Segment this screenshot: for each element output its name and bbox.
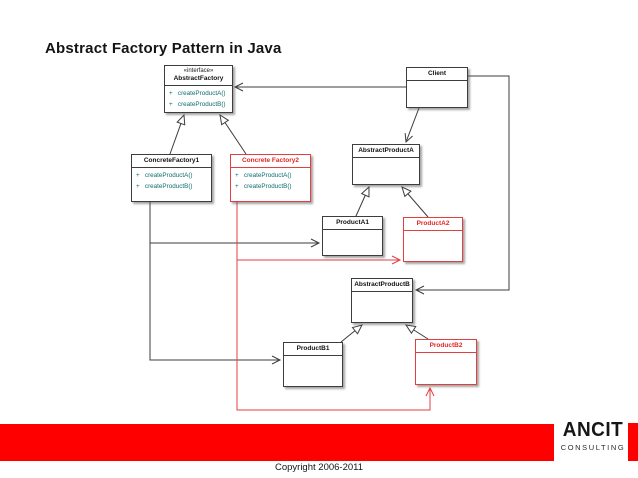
class-method: + createProductB() bbox=[169, 100, 226, 108]
arrow-client-abstractproductb bbox=[414, 75, 510, 295]
class-header: ProductB2 bbox=[416, 340, 476, 354]
class-header: Concrete Factory2 bbox=[231, 155, 310, 169]
gen-productb2-abstractproductb bbox=[404, 324, 429, 340]
class-name: ProductB1 bbox=[296, 345, 330, 352]
class-body-empty bbox=[323, 230, 382, 255]
arrow-concretefactory2-productb2 bbox=[236, 260, 435, 411]
class-name: AbstractProductA bbox=[358, 147, 414, 154]
class-box-concrete-factory-2: Concrete Factory2 + createProductA() + c… bbox=[230, 154, 311, 202]
class-header: «interface» AbstractFactory bbox=[165, 66, 232, 87]
copyright-text: Copyright 2006-2011 bbox=[274, 462, 364, 473]
class-box-concrete-factory-1: ConcreteFactory1 + createProductA() + cr… bbox=[131, 154, 212, 202]
class-body-empty bbox=[404, 231, 462, 261]
logo-subtext: CONSULTING bbox=[560, 442, 626, 452]
class-methods: + createProductA() + createProductB() bbox=[132, 168, 211, 201]
class-method: + createProductB() bbox=[235, 182, 292, 190]
ancit-logo: ANCIT CONSULTING bbox=[559, 420, 627, 452]
class-header: AbstractProductB bbox=[352, 279, 412, 293]
class-method: + createProductB() bbox=[136, 182, 193, 190]
logo-text: ANCIT bbox=[562, 418, 624, 442]
logo-red-bar bbox=[628, 423, 638, 461]
arrow-client-abstractproducta bbox=[404, 107, 420, 144]
class-box-product-a1: ProductA1 bbox=[322, 216, 383, 256]
class-header: ProductA2 bbox=[404, 218, 462, 232]
gen-producta2-abstractproducta bbox=[401, 186, 429, 218]
arrow-concretefactory1-producta1 bbox=[149, 202, 321, 248]
class-name: ProductA2 bbox=[416, 220, 450, 227]
class-body-empty bbox=[353, 158, 419, 184]
gen-concretefactory2-abstractfactory bbox=[219, 113, 247, 155]
gen-productb1-abstractproductb bbox=[340, 324, 363, 343]
class-name: ProductA1 bbox=[336, 219, 369, 226]
class-methods: + createProductA() + createProductB() bbox=[231, 168, 310, 201]
class-method: + createProductA() bbox=[235, 172, 292, 180]
arrow-concretefactory1-productb1 bbox=[149, 243, 282, 365]
class-name: Client bbox=[427, 70, 447, 77]
class-methods: + createProductA() + createProductB() bbox=[165, 86, 232, 112]
slide-title: Abstract Factory Pattern in Java bbox=[45, 40, 282, 57]
class-header: ProductB1 bbox=[284, 343, 342, 357]
class-header: AbstractProductA bbox=[353, 145, 419, 159]
class-body-empty bbox=[352, 292, 412, 322]
class-box-abstract-factory: «interface» AbstractFactory + createProd… bbox=[164, 65, 233, 113]
class-header: ProductA1 bbox=[323, 217, 382, 231]
class-stereotype: «interface» bbox=[183, 67, 214, 74]
class-body-empty bbox=[284, 356, 342, 386]
footer-red-bar bbox=[0, 424, 554, 461]
class-header: Client bbox=[407, 68, 467, 82]
class-method: + createProductA() bbox=[136, 172, 193, 180]
class-box-abstract-product-b: AbstractProductB bbox=[351, 278, 413, 323]
class-name: Concrete Factory2 bbox=[241, 157, 300, 164]
class-box-product-b1: ProductB1 bbox=[283, 342, 343, 387]
class-box-abstract-product-a: AbstractProductA bbox=[352, 144, 420, 185]
class-header: ConcreteFactory1 bbox=[132, 155, 211, 169]
class-body-empty bbox=[416, 353, 476, 384]
class-name: AbstractProductB bbox=[354, 281, 410, 288]
class-name: AbstractFactory bbox=[173, 75, 224, 82]
class-name: ConcreteFactory1 bbox=[143, 157, 200, 164]
gen-producta1-abstractproducta bbox=[355, 185, 370, 217]
class-body-empty bbox=[407, 81, 467, 107]
class-method: + createProductA() bbox=[169, 90, 226, 98]
class-box-product-b2: ProductB2 bbox=[415, 339, 477, 385]
class-name: ProductB2 bbox=[429, 342, 463, 349]
gen-concretefactory1-abstractfactory bbox=[169, 113, 186, 155]
class-box-product-a2: ProductA2 bbox=[403, 217, 463, 262]
class-box-client: Client bbox=[406, 67, 468, 108]
